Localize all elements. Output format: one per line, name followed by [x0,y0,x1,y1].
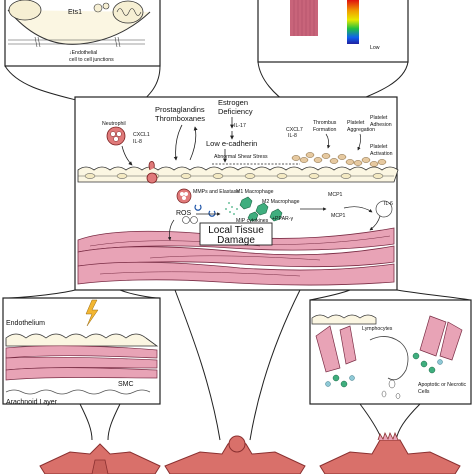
mmps-label: MMPs and Elastase [193,189,239,195]
smc-layer [5,345,158,381]
ets1-label: Ets1 [68,9,82,16]
heatmap-block [290,0,318,36]
platelet-aggregation-label-2: Aggregation [347,127,375,133]
endothelial-junction-label-2: cell to cell junctions [69,57,114,63]
formation-label: Formation [313,127,336,133]
prostaglandins-label: Prostaglandins [155,105,205,114]
vessel-bifurcation-normal [39,443,161,474]
arachnoid-layer-shape [5,389,151,395]
damaged-smc-cells [315,315,463,373]
mitochondrion-icon [112,0,144,24]
platelet-aggregation-label-1: Platelet [347,120,365,126]
thromboxanes-label: Thromboxanes [155,114,205,123]
platelet-activation-label-1: Platelet [370,144,388,150]
cytokine-dots [225,202,238,215]
macrophage-cells [239,196,283,222]
degenerated-wall-panel: Lymphocytes Apoptotic or Necrotic Cells [309,299,472,405]
platelet-cluster [291,152,387,167]
nucleus-shape [8,0,42,21]
smooth-muscle-layer [77,227,395,286]
endothelium-layer [5,333,159,347]
lymphocytes-label: Lymphocytes [362,326,393,332]
deficiency-label: Deficiency [218,107,253,116]
cxcl1-label: CXCL1 [133,132,150,138]
neutrophil-cell [106,126,158,184]
m1-macrophage-label: M1 Macrophage [236,189,274,195]
lightning-icon [85,299,99,327]
mip-label: MIP cytokines [236,218,269,224]
endothelial-junction-label-1: ↓Endothelial [69,50,97,56]
ros-label: ROS [176,210,192,217]
mcp1-top-label: MCP1 [328,192,343,198]
apoptotic-label-2: Cells [418,389,430,395]
vessel-bifurcation-ruptured [319,431,461,474]
color-scale-bar [347,0,359,44]
cell-junction-panel: Ets1 ↓Endothelial cell to cell junctions [4,0,161,67]
main-mechanism-panel: Neutrophil CXCL1 IL-8 Prostaglandins Thr… [74,96,399,291]
endothelium-label: Endothelium [6,320,45,327]
vessel-bifurcation-aneurysm [164,435,306,474]
low-ecadherin-label: Low e-cadherin [206,139,257,148]
bottom-connector-lines [79,403,421,441]
thrombus-label: Thrombus [313,120,337,126]
mmp-cells [176,188,216,224]
il8-label: IL-8 [133,139,142,145]
neutrophil-label: Neutrophil [102,121,126,127]
cxcl7-il8-label: IL-8 [288,133,297,139]
smc-label: SMC [118,381,134,388]
heatmap-panel: Low [257,0,409,63]
lymphocyte-cells [332,352,436,388]
il6-cell [375,200,393,218]
apoptotic-label-1: Apoptotic or Necrotic [418,382,467,388]
il17-label: IL-17 [234,123,246,129]
arachnoid-label: Arachnoid Layer [6,399,58,406]
platelet-adhesion-label-2: Adhesion [370,122,392,128]
mcp1-bottom-label: MCP1 [331,213,346,219]
m2-macrophage-label: M2 Macrophage [262,199,300,205]
scale-low-label: Low [370,45,380,51]
cxcl7-label: CXCL7 [286,127,303,133]
estrogen-label: Estrogen [218,98,248,107]
local-tissue-label-2: Damage [217,235,255,246]
local-tissue-label-1: Local Tissue [208,225,264,236]
local-tissue-damage-box [199,222,273,246]
platelet-adhesion-label-1: Platelet [370,115,388,121]
il6-label: IL-6 [384,201,393,207]
abnormal-shear-label: Abnormal Shear Stress [214,154,268,160]
vessel-wall-layers-panel: Endothelium SMC Arachnoid Layer [2,297,161,406]
ppar-label: +PPAR-γ [272,216,293,222]
platelet-activation-label-2: Activation [370,151,393,157]
